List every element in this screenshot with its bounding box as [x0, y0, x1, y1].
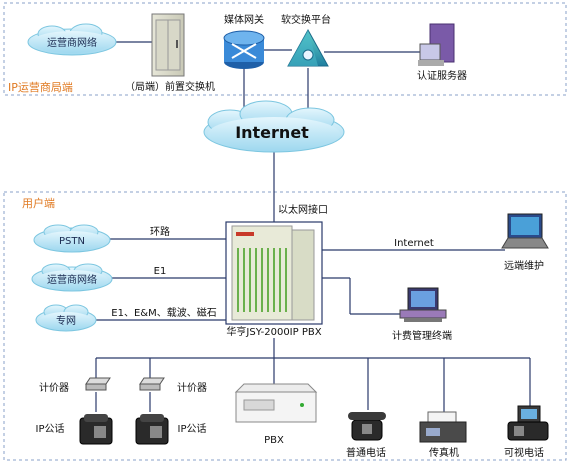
carrier-net-cloud-icon: [31, 263, 113, 292]
ip-phone-icon: [79, 414, 113, 445]
internet-cloud-icon: [203, 100, 345, 153]
ip-phone-icon: [135, 414, 169, 445]
video-phone-icon: [507, 405, 549, 441]
video-phone-label: 可视电话: [504, 446, 544, 459]
fax-icon: [419, 411, 467, 443]
meter2-label: 计价器: [177, 381, 207, 394]
connection-lines: [95, 41, 531, 412]
router-icon: [223, 30, 265, 69]
server-icon: [418, 23, 455, 66]
meter-icon: [139, 377, 165, 391]
internet-link-label: Internet: [394, 238, 434, 249]
telephone-icon: [348, 412, 386, 441]
billing-label: 计费管理终端: [392, 329, 452, 342]
carrier-zone-label: IP运营商局端: [8, 80, 73, 94]
auth-server-label: 认证服务器: [417, 69, 467, 82]
internet-label: Internet: [235, 123, 309, 142]
pbx-box-icon: [234, 383, 318, 423]
media-gateway-label: 媒体网关: [224, 13, 264, 26]
remote-label: 远端维护: [504, 259, 544, 272]
meter-icon: [85, 377, 111, 391]
e1-link-label: E1: [154, 266, 167, 277]
user-zone-label: 用户端: [22, 196, 55, 210]
user-zone-border: [3, 191, 567, 461]
switch-rack-icon: [151, 13, 185, 77]
carrier-zone-border: [3, 2, 567, 96]
private-net-cloud-icon: [35, 304, 97, 332]
carrier-net-label: 运营商网络: [47, 273, 97, 286]
computer-icon: [399, 287, 447, 322]
loop-link-label: 环路: [150, 225, 170, 238]
pbx-label: PBX: [264, 435, 284, 446]
carrier-cloud-icon: [27, 23, 117, 56]
pstn-label: PSTN: [59, 236, 85, 247]
laptop-icon: [501, 213, 549, 249]
ip-phone2-label: IP公话: [178, 423, 207, 435]
pyramid-icon: [287, 28, 329, 67]
phone-label: 普通电话: [346, 446, 386, 459]
ethernet-port-label: 以太网接口: [278, 203, 328, 216]
private-net-label: 专网: [56, 314, 76, 327]
softswitch-label: 软交换平台: [281, 13, 331, 26]
front-switch-label: （局端）前置交换机: [125, 80, 215, 93]
pbx-cabinet-icon: [225, 221, 323, 325]
private-link-label: E1、E&M、载波、磁石: [111, 306, 216, 319]
meter1-label: 计价器: [39, 381, 69, 394]
fax-label: 传真机: [429, 446, 459, 459]
ip-phone1-label: IP公话: [36, 423, 65, 435]
pstn-cloud-icon: [33, 224, 111, 253]
carrier-cloud-label: 运营商网络: [47, 36, 97, 49]
pbx-main-label: 华亨JSY-2000IP PBX: [226, 325, 321, 338]
